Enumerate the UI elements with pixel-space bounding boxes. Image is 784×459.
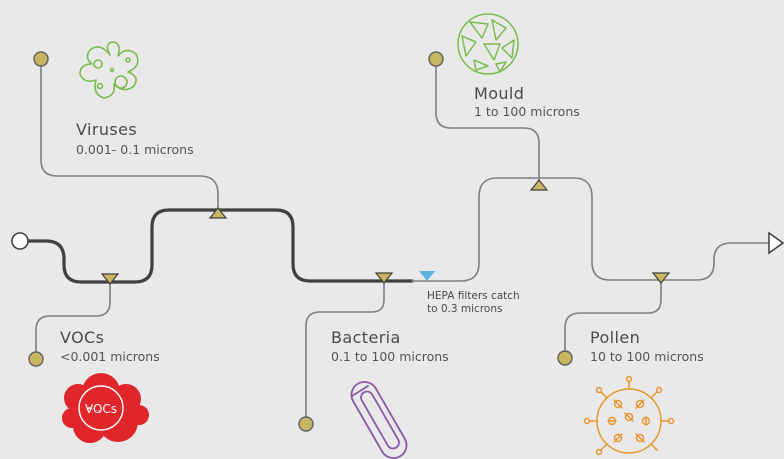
viruses-size: 0.001- 0.1 microns: [76, 142, 194, 157]
vocs-branch-line: [35, 279, 111, 358]
bacteria-branch-line: [305, 279, 385, 423]
pollen-icon: [583, 375, 675, 456]
secondary-flow-line: [411, 177, 771, 282]
bacteria-title: Bacteria: [331, 328, 401, 347]
viruses-endpoint-dot: [33, 51, 49, 67]
voc-icon-text: VOCs: [85, 402, 117, 416]
vocs-title: VOCs: [60, 328, 105, 347]
viruses-branch-line: [40, 59, 219, 211]
bacteria-endpoint-dot: [298, 416, 314, 432]
pollen-title: Pollen: [590, 328, 641, 347]
viruses-junction-marker: [208, 207, 228, 219]
vocs-junction-marker: [100, 273, 120, 285]
mould-endpoint-dot: [428, 51, 444, 67]
vocs-size: <0.001 microns: [60, 349, 160, 364]
pollen-size: 10 to 100 microns: [590, 349, 704, 364]
end-arrow-icon: [768, 231, 784, 255]
main-flow-line: [25, 208, 414, 284]
pollen-endpoint-dot: [557, 350, 573, 366]
hepa-note-line1: HEPA filters catch: [427, 290, 520, 302]
bacteria-size: 0.1 to 100 microns: [331, 349, 449, 364]
pollen-junction-marker: [651, 272, 671, 284]
hepa-note-line2: to 0.3 microns: [427, 303, 503, 315]
bacteria-icon: [350, 380, 408, 459]
voc-icon-ring: [78, 385, 124, 431]
mould-icon: [457, 13, 519, 75]
mould-junction-marker: [529, 179, 549, 191]
mould-size: 1 to 100 microns: [474, 104, 580, 119]
viruses-title: Viruses: [76, 120, 138, 139]
virus-icon: [79, 41, 139, 99]
mould-branch-line: [435, 59, 540, 183]
mould-title: Mould: [474, 84, 525, 103]
bacteria-junction-marker: [374, 272, 394, 284]
hepa-filter-marker: [419, 271, 435, 281]
pollen-branch-line: [564, 279, 662, 357]
vocs-endpoint-dot: [28, 351, 44, 367]
start-node: [11, 232, 29, 250]
hepa-note: HEPA filters catch to 0.3 microns: [427, 290, 547, 316]
